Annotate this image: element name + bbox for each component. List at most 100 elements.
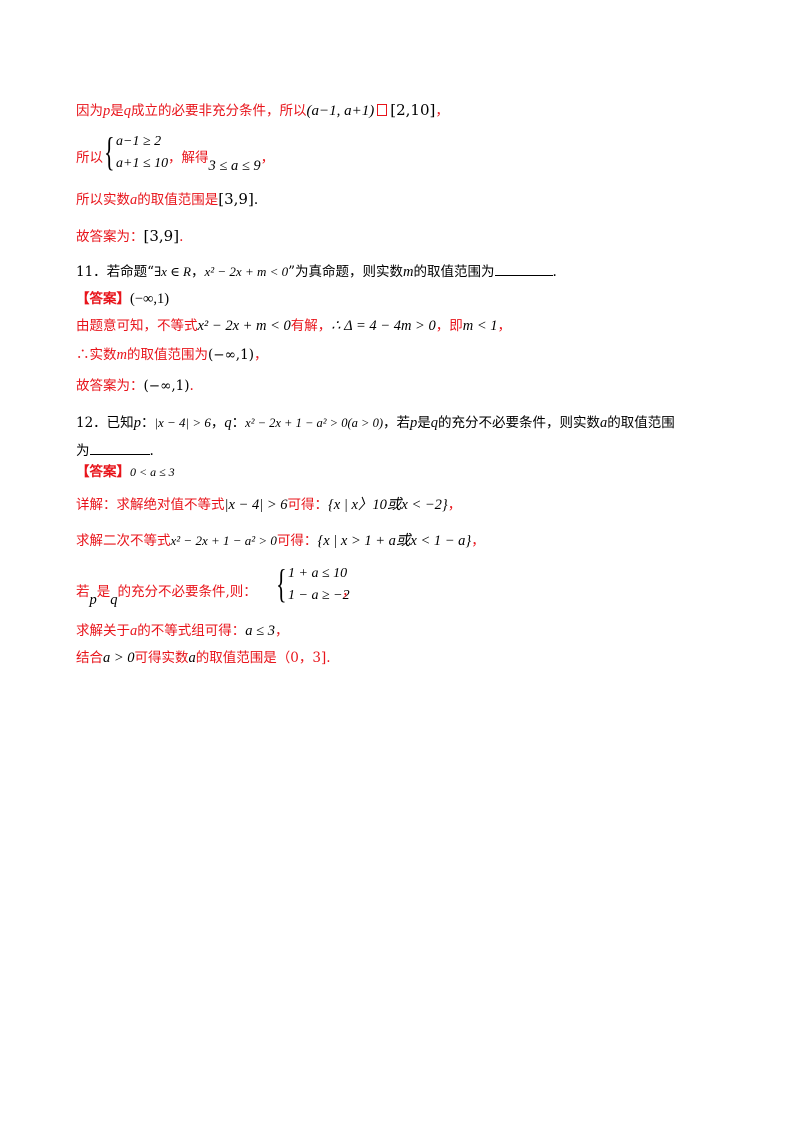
text: 的取值范围是 <box>137 192 219 208</box>
inequality-system: { a−1 ≥ 2 a+1 ≤ 10 <box>104 132 168 176</box>
brace-symbol: { <box>276 561 287 606</box>
inequality-system: { 1 + a ≤ 10 1 − a ≥ −2 <box>276 561 350 608</box>
text: ，若 <box>383 415 410 431</box>
math: x² − 2x + m < 0 <box>197 318 291 334</box>
math-p: p <box>133 415 141 431</box>
answer-value: (−∞,1) <box>130 291 170 307</box>
answer-blank <box>494 263 553 276</box>
solution-line-range: 所以实数a的取值范围是[3,9]. <box>76 189 258 210</box>
math: (−∞,1) <box>207 347 254 363</box>
math-interval: (a−1, a+1) <box>306 103 375 119</box>
math-q: q <box>123 103 131 119</box>
text: 可得实数 <box>134 650 189 666</box>
text: 是 <box>417 415 431 431</box>
text: 的充分不必要条件，则实数 <box>438 415 600 431</box>
solution-12-line-3-end: ， <box>342 582 356 602</box>
math-interval: [3,9] <box>143 227 180 245</box>
math: ∴ Δ = 4 − 4m > 0 <box>331 318 436 334</box>
text: . <box>179 229 184 245</box>
question-number: 12．已知 <box>76 415 134 431</box>
text: ，解得 <box>168 150 209 166</box>
answer-tag: 【答案】 <box>76 464 130 480</box>
text: 的取值范围为 <box>413 264 495 280</box>
text: 有解， <box>290 318 332 334</box>
text: ， <box>253 347 268 363</box>
solution-12-line-2: 求解二次不等式x² − 2x + 1 − a² > 0可得：{x | x > 1… <box>76 531 485 551</box>
text: 所以 <box>76 150 103 166</box>
math-a: a <box>600 415 608 431</box>
text: 因为 <box>76 103 103 119</box>
math-a: a <box>130 192 138 208</box>
text: 若 <box>76 584 90 600</box>
text: 所以实数 <box>76 192 130 208</box>
text: . <box>253 192 259 208</box>
text: 是 <box>96 584 111 600</box>
math-a: a <box>130 623 138 639</box>
text: 故答案为： <box>76 229 144 245</box>
text: 的取值范围为 <box>126 347 208 363</box>
math-set: {x | x > 1 + a或x < 1 − a} <box>317 533 472 549</box>
math: ∃x ∈ R <box>154 264 191 279</box>
math: m < 1 <box>462 318 498 334</box>
text: 的不等式组可得： <box>137 623 246 639</box>
text: 求解二次不等式 <box>76 533 171 549</box>
math: (−∞,1) <box>143 378 190 394</box>
text: 是 <box>110 103 124 119</box>
math: x² − 2x + 1 − a² > 0 <box>170 533 277 548</box>
solution-12-line-5: 结合a > 0可得实数a的取值范围是（0，3]. <box>76 648 331 668</box>
answer-value: 0 < a ≤ 3 <box>130 465 175 479</box>
math-p: p <box>410 415 418 431</box>
math-m: m <box>403 264 414 280</box>
question-11: 11．若命题“∃x ∈ R，x² − 2x + m < 0”为真命题，则实数m的… <box>76 262 557 282</box>
math: a ≤ 3 <box>245 623 275 639</box>
text: ， <box>260 150 275 166</box>
text: ， <box>274 623 289 639</box>
text: 详解：求解绝对值不等式 <box>76 497 225 513</box>
math-q: q <box>430 415 438 431</box>
system-row: a+1 ≤ 10 <box>116 156 169 171</box>
math-p: p <box>89 592 97 608</box>
math-m: m <box>116 347 127 363</box>
solution-12-line-4: 求解关于a的不等式组可得：a ≤ 3， <box>76 621 288 641</box>
text: ， <box>190 264 205 280</box>
system-row: 1 + a ≤ 10 <box>288 566 348 581</box>
text: ，即 <box>435 318 463 334</box>
math: |x − 4| > 6 <box>154 415 211 430</box>
text: ”为真命题，则实数 <box>288 264 404 280</box>
text: 可得： <box>276 533 318 549</box>
answer-line: 故答案为：[3,9]. <box>76 226 183 247</box>
math-p: p <box>103 103 111 119</box>
missing-glyph-box <box>377 104 388 116</box>
solution-line-system-result: ，解得3 ≤ a ≤ 9， <box>168 148 275 174</box>
text: . <box>149 443 154 459</box>
text: 故答案为： <box>76 378 144 394</box>
text: 成立的必要非充分条件，所以 <box>131 103 307 119</box>
solution-11-line-2: ∴实数m的取值范围为(−∞,1)， <box>76 345 267 365</box>
text: 可得： <box>287 497 328 513</box>
text: ， <box>210 415 225 431</box>
solution-11-line-3: 故答案为：(−∞,1). <box>76 376 194 396</box>
math-interval: [2,10] <box>390 101 436 119</box>
text: ∴实数 <box>76 347 117 363</box>
text: . <box>189 378 194 394</box>
solution-11-line-1: 由题意可知，不等式x² − 2x + m < 0有解，∴ Δ = 4 − 4m … <box>76 316 511 336</box>
answer-12: 【答案】0 < a ≤ 3 <box>76 462 175 482</box>
math: a > 0 <box>103 650 135 666</box>
math: |x − 4| > 6 <box>224 497 288 513</box>
answer-blank <box>89 442 150 455</box>
question-12-line-2: 为. <box>76 441 154 461</box>
text: 结合 <box>76 650 103 666</box>
math-q: q <box>224 415 232 431</box>
text: 的充分不必要条件,则： <box>117 584 257 600</box>
text: 由题意可知，不等式 <box>76 318 198 334</box>
math-set: {x | x〉10或x < −2} <box>327 497 448 513</box>
solution-12-line-3: 若p是q的充分不必要条件,则： <box>76 582 257 608</box>
text: ， <box>435 103 449 119</box>
math-a: a <box>188 650 196 666</box>
solution-line-subset: 因为p是q成立的必要非充分条件，所以(a−1, a+1) [2,10]， <box>76 100 449 121</box>
solution-line-system: 所以 <box>76 148 103 168</box>
answer-tag: 【答案】 <box>76 291 130 307</box>
question-number: 11．若命题“ <box>76 264 155 280</box>
solution-12-line-1: 详解：求解绝对值不等式|x − 4| > 6可得：{x | x〉10或x < −… <box>76 495 461 515</box>
text: ， <box>447 497 462 513</box>
